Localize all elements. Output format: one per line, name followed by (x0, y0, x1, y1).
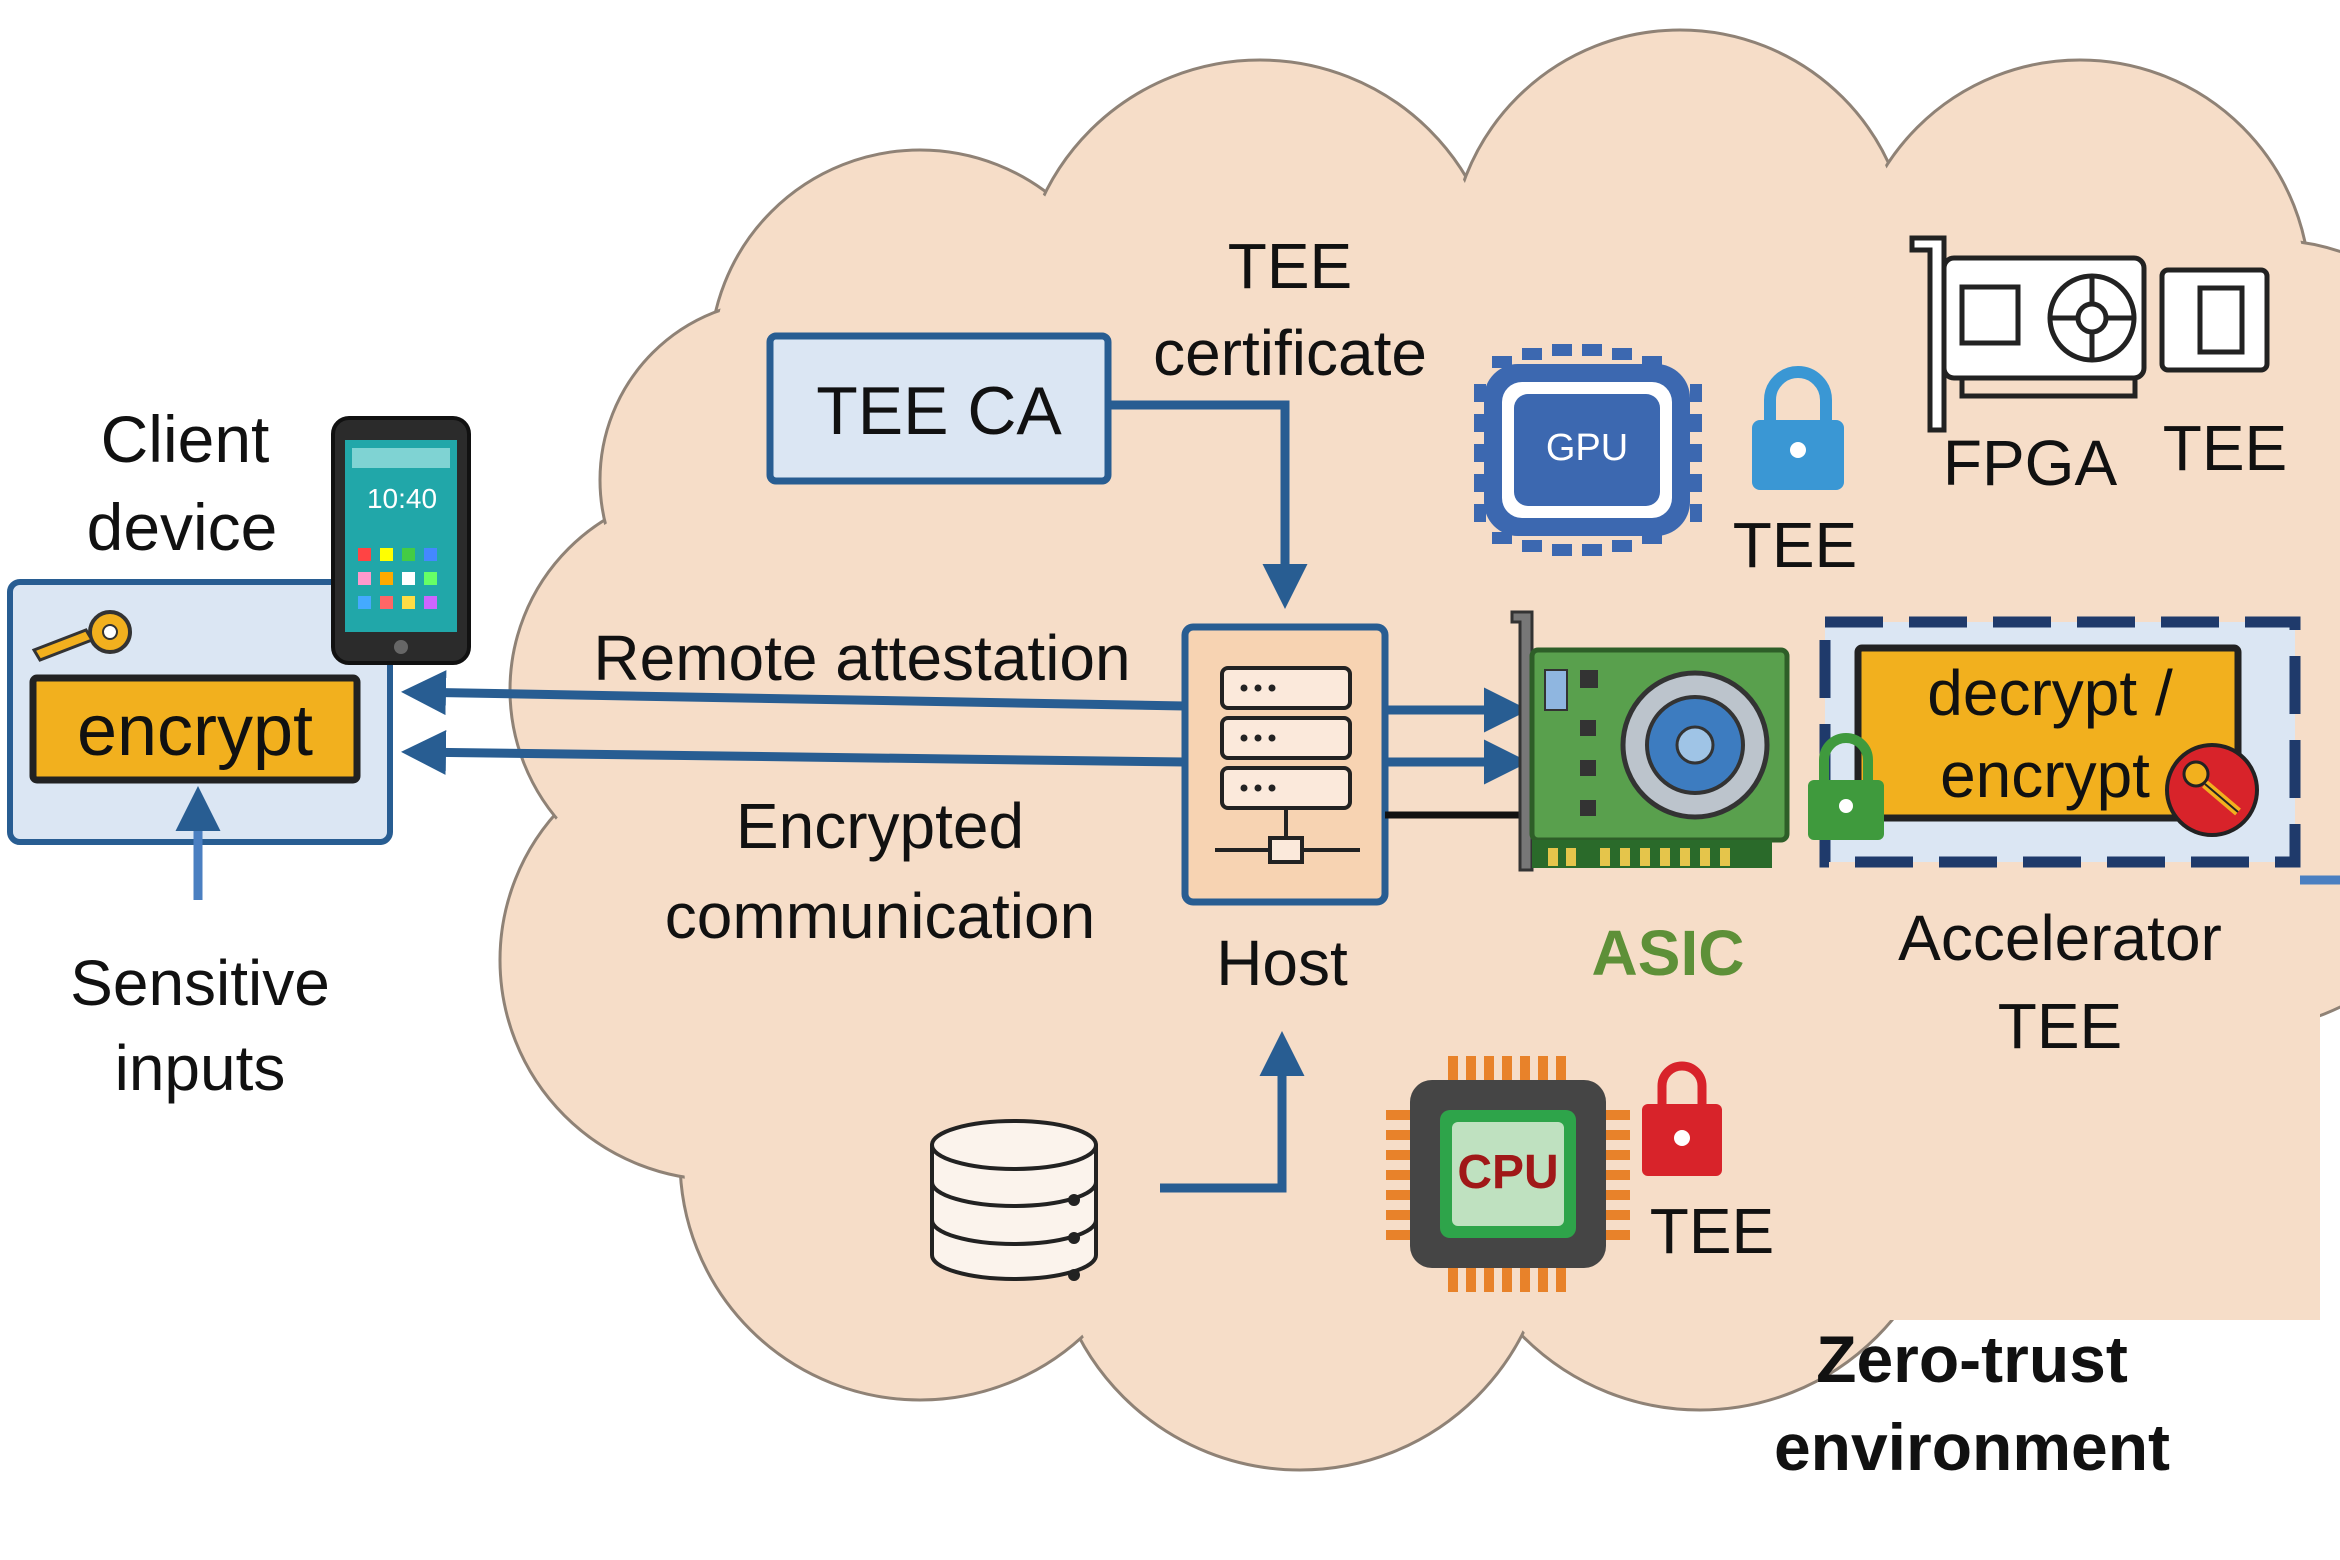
key-badge-icon (2165, 743, 2259, 837)
certificate-arrow (1108, 400, 1308, 609)
database-icon (930, 1119, 1098, 1281)
client-device-label-2: device (87, 490, 278, 564)
cpu-tee-label: TEE (1650, 1195, 1774, 1267)
encrypt-label: encrypt (77, 691, 313, 771)
cpu-chip-label: CPU (1457, 1146, 1558, 1199)
phone-time: 10:40 (367, 483, 437, 514)
zero-trust-label-1: Zero-trust (1816, 1322, 2128, 1396)
server-icon (1215, 666, 1360, 864)
attestation-arrow (401, 670, 1186, 716)
gpu-chip-icon: GPU (1474, 344, 1702, 556)
lock-icon-blue (1752, 366, 1844, 490)
fpga-card-icon (1909, 235, 2270, 433)
gpu-chip-label: GPU (1546, 427, 1628, 469)
remote-attestation-label: Remote attestation (593, 622, 1130, 694)
encrypt-box (29, 674, 361, 784)
host-label: Host (1216, 927, 1348, 999)
gpu-tee-label: TEE (1733, 509, 1857, 581)
sensitive-inputs-label-2: inputs (115, 1032, 286, 1104)
asic-label: ASIC (1592, 917, 1745, 989)
decrypt-encrypt-box (1854, 644, 2242, 822)
cpu-chip-icon: CPU (1386, 1056, 1630, 1292)
client-device-label-1: Client (101, 402, 270, 476)
fpga-tee-label: TEE (2163, 412, 2287, 484)
database-host-arrow (1160, 1031, 1305, 1193)
lock-icon-red (1642, 1061, 1722, 1176)
communication-arrow (401, 729, 1186, 775)
accelerator-tee-label-1: Accelerator (1898, 902, 2222, 974)
tee-certificate-label-1: TEE (1228, 230, 1352, 302)
encrypted-comm-label-1: Encrypted (736, 790, 1024, 862)
tee-certificate-label-2: certificate (1153, 317, 1427, 389)
decrypt-label: decrypt / (1927, 657, 2173, 729)
encrypted-comm-label-2: communication (665, 880, 1095, 952)
asic-card-icon (1510, 610, 1790, 872)
tee-ca-label: TEE CA (816, 373, 1062, 449)
accelerator-tee-label-2: TEE (1998, 990, 2122, 1062)
lock-icon-green (1808, 733, 1884, 840)
key-icon (31, 610, 132, 662)
smartphone-icon: 10:40 (331, 416, 471, 665)
zero-trust-label-2: environment (1774, 1410, 2170, 1484)
sensitive-inputs-label-1: Sensitive (70, 947, 330, 1019)
fpga-label: FPGA (1943, 427, 2118, 499)
encrypt-label-accelerator: encrypt (1940, 739, 2150, 811)
